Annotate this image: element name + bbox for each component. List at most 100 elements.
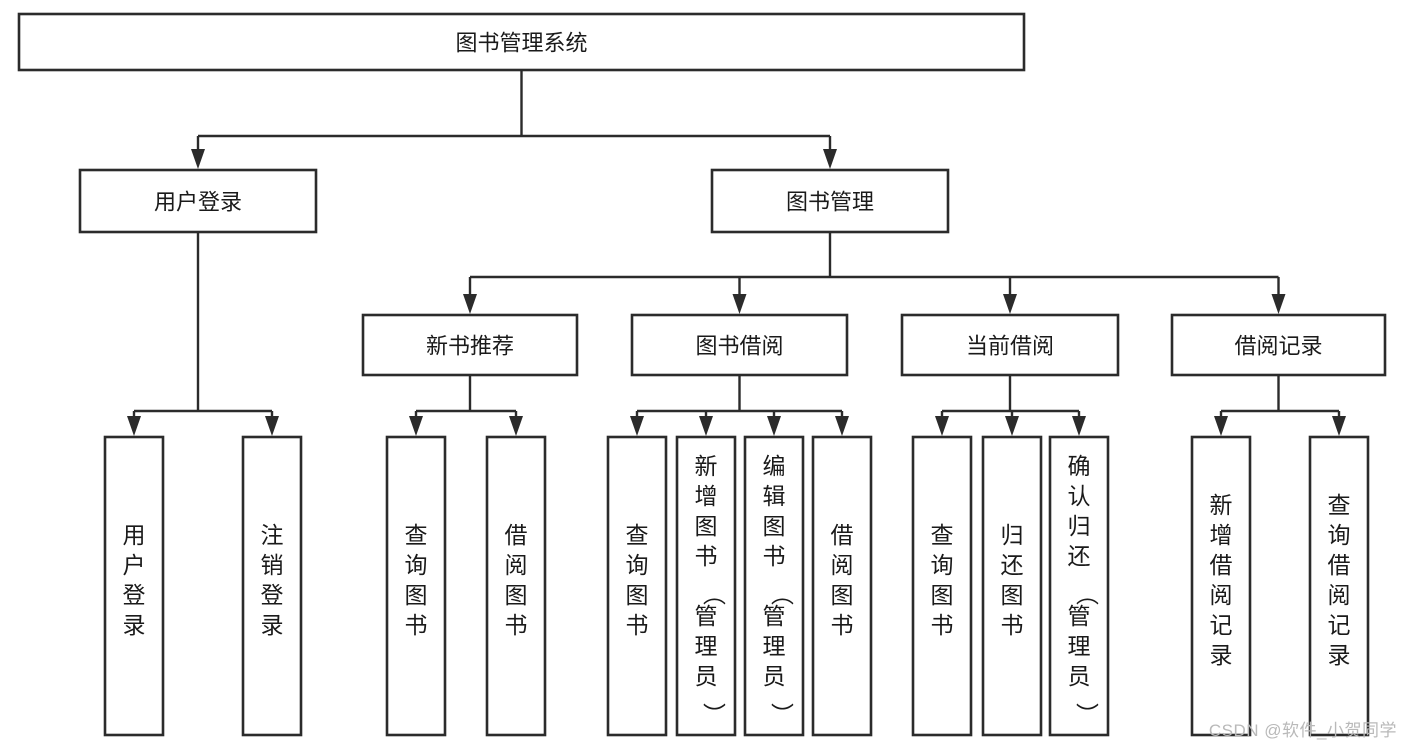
node-label-char: ） [701, 703, 727, 726]
node-label-char: 归 [1001, 522, 1024, 548]
node-label-char: 图 [695, 513, 718, 539]
node-box-rect [743, 435, 805, 737]
node-label-char: 书 [931, 612, 954, 638]
node-label-char: 记 [1328, 612, 1351, 638]
node-boxes-layer: 图书管理系统用户登录图书管理新书推荐图书借阅当前借阅借阅记录用户登录注销登录查询… [17, 12, 1387, 737]
node-label-char: 书 [763, 543, 786, 569]
node-label-char: 借 [831, 522, 854, 548]
node-label-char: 辑 [763, 483, 786, 509]
node-label: 图书管理系统 [455, 31, 587, 56]
node-label: 用户登录 [154, 190, 242, 215]
node-leaf-0[interactable]: 用户登录 [103, 435, 165, 737]
node-label-char: 询 [1328, 522, 1351, 548]
node-level2-2[interactable]: 当前借阅 [900, 313, 1120, 377]
node-label-char: （ [701, 583, 727, 606]
node-label-char: 还 [1068, 543, 1091, 569]
arrow-head-icon [1072, 416, 1086, 436]
node-label-char: 员 [1068, 663, 1091, 689]
arrow-head-icon [265, 416, 279, 436]
node-label: 图书借阅 [695, 334, 783, 359]
node-label-char: 增 [695, 483, 718, 509]
arrow-head-icon [630, 416, 644, 436]
arrow-head-icon [1005, 416, 1019, 436]
node-label-char: 记 [1210, 612, 1233, 638]
node-box-rect [811, 435, 873, 737]
node-box-rect [1190, 435, 1252, 737]
node-label-char: 注 [261, 522, 284, 548]
node-box-rect [17, 12, 1026, 72]
node-label-char: 查 [1328, 492, 1351, 518]
arrow-head-icon [699, 416, 713, 436]
connector-edges-layer [127, 70, 1346, 436]
node-label-char: 图 [831, 582, 854, 608]
node-label-char: （ [1074, 583, 1100, 606]
node-label: 当前借阅 [966, 334, 1054, 359]
node-label-char: 认 [1068, 483, 1091, 509]
node-box-rect [911, 435, 973, 737]
node-label-char: 登 [261, 582, 284, 608]
arrow-head-icon [1332, 416, 1346, 436]
node-box-rect [981, 435, 1043, 737]
node-label-char: 管 [695, 603, 718, 629]
node-box-rect [1308, 435, 1370, 737]
watermark-label: CSDN @软件_小贺同学 [1208, 721, 1397, 740]
node-label-char: 录 [261, 612, 284, 638]
node-label: 新书推荐 [426, 334, 514, 359]
node-label-char: 书 [831, 612, 854, 638]
node-label-char: 借 [505, 522, 528, 548]
node-label-char: 查 [405, 522, 428, 548]
arrow-head-icon [509, 416, 523, 436]
node-label-char: 书 [695, 543, 718, 569]
node-level2-3[interactable]: 借阅记录 [1170, 313, 1387, 377]
node-label-char: 户 [123, 552, 146, 578]
node-label-char: 录 [1328, 642, 1351, 668]
node-label-char: 阅 [505, 552, 528, 578]
node-label-char: 询 [626, 552, 649, 578]
arrow-head-icon [1271, 294, 1286, 314]
node-label-char: 书 [626, 612, 649, 638]
node-label-char: 图 [1001, 582, 1024, 608]
node-label: 图书管理 [786, 190, 874, 215]
node-label-char: 员 [763, 663, 786, 689]
arrow-head-icon [823, 149, 837, 169]
node-box-rect [103, 435, 165, 737]
node-label-char: 借 [1328, 552, 1351, 578]
node-level1-0[interactable]: 用户登录 [78, 168, 318, 234]
node-box-rect [485, 435, 547, 737]
node-level2-0[interactable]: 新书推荐 [361, 313, 579, 377]
node-root-0[interactable]: 图书管理系统 [17, 12, 1026, 72]
arrow-head-icon [463, 294, 477, 314]
node-box-rect [78, 168, 318, 234]
node-label-char: 查 [626, 522, 649, 548]
node-level1-1[interactable]: 图书管理 [710, 168, 950, 234]
node-label-char: ） [1074, 703, 1100, 726]
node-label-char: 新 [695, 453, 718, 479]
node-label-char: 编 [763, 453, 786, 479]
node-label-char: 询 [405, 552, 428, 578]
node-label-char: 理 [1068, 633, 1091, 659]
node-box-rect [241, 435, 303, 737]
node-label-char: 销 [261, 552, 284, 578]
node-label-char: 图 [405, 582, 428, 608]
node-label-char: 用 [123, 522, 146, 548]
node-label-char: 图 [763, 513, 786, 539]
node-label-char: 录 [123, 612, 146, 638]
node-level2-1[interactable]: 图书借阅 [630, 313, 849, 377]
node-box-rect [1048, 435, 1110, 737]
node-label-char: 理 [695, 633, 718, 659]
node-label-char: 查 [931, 522, 954, 548]
